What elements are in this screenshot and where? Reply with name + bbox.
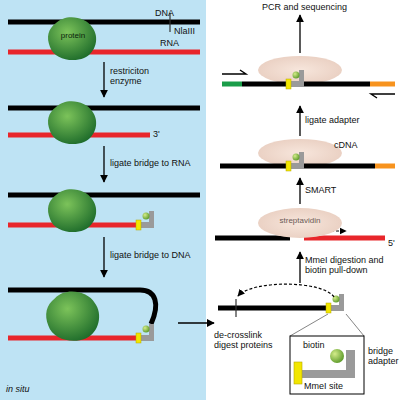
cleavage-arrow bbox=[238, 284, 334, 297]
panel-label: in situ bbox=[6, 384, 30, 394]
strand-label: cDNA bbox=[334, 140, 358, 150]
strand-label: DNA bbox=[155, 8, 174, 18]
cut-site-tick bbox=[235, 299, 236, 317]
dna-strand bbox=[215, 236, 290, 241]
in-situ-panel bbox=[0, 0, 206, 400]
bridge-adapter-symbol bbox=[286, 152, 304, 171]
end-label: 3' bbox=[153, 129, 160, 139]
dna-strand bbox=[8, 20, 200, 25]
dna-strand bbox=[140, 290, 156, 324]
protein-blob bbox=[48, 101, 96, 144]
cdna-strand bbox=[304, 164, 375, 169]
strand-label: RNA bbox=[160, 38, 179, 48]
protein-blob: protein bbox=[46, 15, 98, 61]
dna-strand bbox=[218, 306, 330, 311]
streptavidin-bead: streptavidin bbox=[256, 208, 344, 238]
biotin-ball bbox=[330, 349, 344, 363]
primer-arrow bbox=[222, 70, 246, 74]
step-arrow bbox=[299, 252, 300, 283]
step-label: ligate bridge to RNA bbox=[110, 158, 191, 168]
bridge-adapter-symbol bbox=[326, 294, 344, 313]
inset-label: bridge adapter bbox=[368, 346, 410, 367]
mmei-site-block bbox=[294, 362, 302, 384]
bridge-adapter-symbol bbox=[136, 324, 154, 343]
cdna-strand bbox=[304, 82, 370, 87]
step-label: ligate bridge to DNA bbox=[110, 250, 191, 260]
bead-shape bbox=[258, 208, 342, 238]
protein-shape bbox=[48, 17, 96, 60]
rna-strand bbox=[8, 50, 200, 55]
step-arrow bbox=[299, 106, 300, 136]
adapter-end bbox=[375, 164, 395, 169]
end-label: 5' bbox=[388, 238, 395, 248]
step-label: restriciton enzyme bbox=[110, 66, 165, 87]
adapter-bar bbox=[346, 350, 355, 378]
dna-strand bbox=[8, 106, 200, 111]
step-arrow bbox=[178, 322, 214, 323]
adapter-end bbox=[222, 82, 242, 87]
bridge-adapter-symbol bbox=[136, 211, 154, 230]
step-label: PCR and sequencing bbox=[262, 2, 347, 12]
dna-strand bbox=[220, 164, 290, 169]
zoom-line bbox=[290, 314, 328, 336]
step-arrow bbox=[103, 62, 104, 97]
step-arrow bbox=[103, 237, 104, 277]
dna-strand bbox=[8, 193, 200, 198]
step-arrow bbox=[299, 15, 300, 53]
step-label: ligate adapter bbox=[305, 115, 360, 125]
dna-strand bbox=[242, 82, 290, 87]
enzyme-site-label: NlaIII bbox=[174, 26, 195, 36]
protein-blob bbox=[46, 292, 99, 341]
bridge-adapter-symbol bbox=[286, 70, 304, 89]
node-text: streptavidin bbox=[280, 217, 321, 225]
step-label: SMART bbox=[305, 185, 336, 195]
part-label: MmeI site bbox=[304, 381, 343, 391]
step-label: MmeI digestion and biotin pull-down bbox=[305, 255, 395, 276]
step-arrow bbox=[299, 178, 300, 204]
primer-arrow bbox=[371, 94, 395, 98]
inset-box bbox=[290, 336, 364, 394]
step-arrow bbox=[103, 146, 104, 182]
part-label: biotin bbox=[303, 340, 325, 350]
step-label: de-crosslink digest proteins bbox=[214, 330, 286, 351]
protein-blob bbox=[48, 189, 96, 232]
node-text: protein bbox=[61, 32, 85, 40]
adapter-end bbox=[370, 82, 395, 87]
zoom-line bbox=[346, 314, 364, 336]
